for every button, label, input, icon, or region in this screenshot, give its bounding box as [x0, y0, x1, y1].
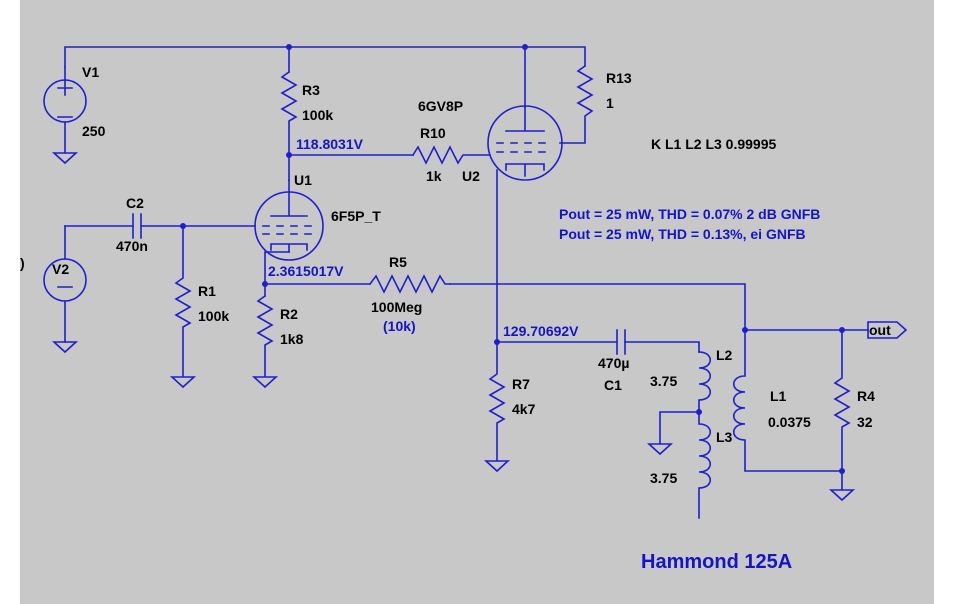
label-r7-value: 4k7: [512, 401, 536, 417]
label-l3-value: 3.75: [650, 470, 677, 486]
note-thd-1: Pout = 25 mW, THD = 0.07% 2 dB GNFB: [559, 206, 820, 222]
spice-coupling-directive: K L1 L2 L3 0.99995: [651, 136, 777, 152]
note-thd-2: Pout = 25 mW, THD = 0.13%, ei GNFB: [559, 226, 806, 242]
capacitor-c1: [616, 329, 626, 355]
schematic-background: [20, 0, 934, 604]
label-r5-name: R5: [389, 254, 407, 270]
label-r1-name: R1: [198, 283, 216, 299]
label-l1-value: 0.0375: [768, 414, 811, 430]
label-v1-name: V1: [82, 64, 99, 80]
wire-supply-rail: [64, 46, 586, 108]
wire-l2-l3-ground: [646, 411, 700, 456]
label-l3-name: L3: [716, 429, 733, 445]
label-c2-name: C2: [126, 195, 144, 211]
label-u1-name: U1: [294, 172, 312, 188]
label-c1-value: 470µ: [598, 355, 629, 371]
label-r4-name: R4: [857, 388, 875, 404]
label-voltage-u2-cathode: 129.70692V: [503, 323, 579, 339]
label-l2-value: 3.75: [650, 373, 677, 389]
resistor-r3: [280, 70, 298, 181]
resistor-r7: [483, 341, 511, 473]
inductor-l2: [698, 351, 712, 413]
inductor-l3: [698, 411, 712, 519]
label-v2-partial: ): [20, 255, 25, 271]
wire-feedback: [264, 283, 746, 331]
resistor-r13: [559, 64, 594, 144]
label-v1-value: 250: [82, 123, 106, 139]
label-r13-name: R13: [606, 70, 632, 86]
capacitor-c2: [132, 213, 142, 239]
label-r5-value: 100Meg: [371, 299, 422, 315]
label-v2-name: V2: [52, 261, 69, 277]
wire-c1: [496, 341, 700, 353]
resistor-r1: [169, 225, 197, 389]
resistor-r5: [368, 274, 451, 294]
label-r2-name: R2: [280, 306, 298, 322]
label-r13-value: 1: [606, 95, 614, 111]
label-r1-value: 100k: [198, 308, 229, 324]
label-u2-model: 6GV8P: [418, 98, 463, 114]
label-l2-name: L2: [716, 347, 733, 363]
label-c1-name: C1: [604, 377, 622, 393]
tube-u2: [487, 105, 563, 181]
label-voltage-u1-cathode: 2.3615017V: [268, 263, 344, 279]
output-port-label: out: [869, 322, 891, 338]
label-r5-alt: (10k): [383, 318, 416, 334]
label-r10-value: 1k: [426, 168, 442, 184]
label-r10-name: R10: [420, 125, 446, 141]
label-r4-value: 32: [857, 414, 873, 430]
source-v2: [43, 225, 87, 354]
label-u1-model: 6F5P_T: [331, 208, 381, 224]
label-r3-name: R3: [302, 82, 320, 98]
transformer-title: Hammond 125A: [641, 551, 792, 573]
wire-u1-cathode: [264, 251, 290, 297]
resistor-r4: [828, 329, 856, 502]
label-c2-value: 470n: [116, 238, 148, 254]
resistor-r2: [251, 294, 279, 389]
label-l1-name: L1: [770, 388, 787, 404]
label-r2-value: 1k8: [280, 331, 304, 347]
label-u2-name: U2: [462, 168, 480, 184]
source-v1: [43, 66, 87, 165]
label-r3-value: 100k: [302, 107, 333, 123]
label-voltage-u1-plate: 118.8031V: [296, 136, 364, 152]
label-r7-name: R7: [512, 376, 530, 392]
inductor-l1: [732, 329, 843, 472]
output-port: out: [867, 321, 908, 339]
resistor-r10: [411, 145, 491, 165]
